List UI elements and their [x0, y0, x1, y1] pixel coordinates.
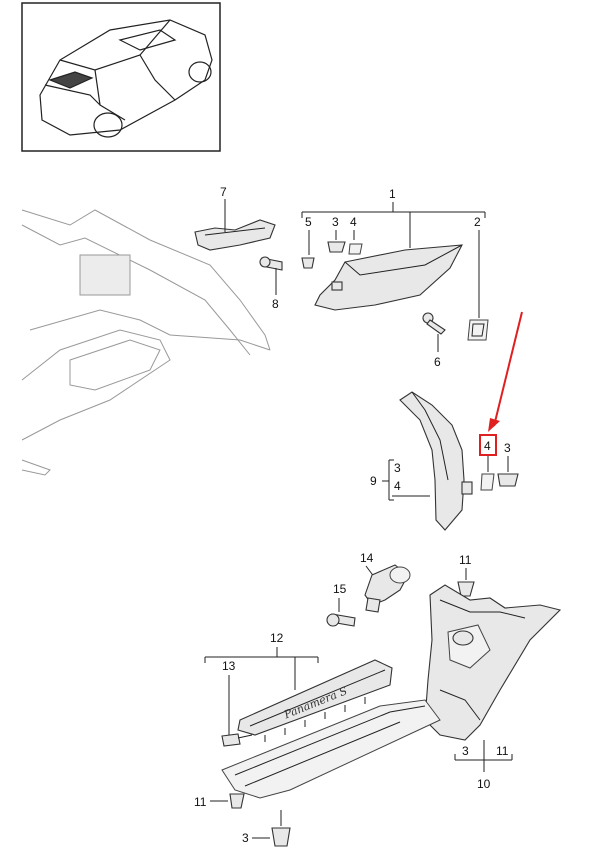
callout-11b: 11 — [194, 795, 207, 809]
callout-2: 2 — [474, 215, 481, 229]
callout-7: 7 — [220, 185, 227, 199]
part-5-clip — [301, 257, 315, 269]
part-15-screw: 15 — [326, 582, 356, 627]
callout-10-11: 11 — [496, 744, 509, 758]
callout-14: 14 — [360, 551, 374, 565]
red-arrow — [488, 311, 523, 432]
callout-4b: 4 — [484, 439, 491, 453]
part-sill-cover — [221, 699, 441, 799]
callout-5: 5 — [305, 215, 312, 229]
part-3-clip-bottom: 3 — [242, 810, 291, 847]
part-9-pillar-trim: 9 3 4 — [370, 391, 473, 531]
part-4-pad-top — [348, 243, 363, 255]
part-3-clip-top — [327, 241, 346, 253]
part-13-light — [221, 733, 253, 747]
callout-10: 10 — [477, 777, 491, 791]
part-8-screw: 8 — [259, 256, 283, 311]
part-2-pad — [467, 319, 489, 341]
car-rear-view — [39, 19, 213, 138]
callout-1: 1 — [389, 187, 396, 201]
part-7-bracket: 7 — [194, 185, 276, 251]
callout-9: 9 — [370, 474, 377, 488]
callout-6: 6 — [434, 355, 441, 369]
part-6-screw: 6 — [422, 312, 446, 369]
callout-10-3: 3 — [462, 744, 469, 758]
callout-3a: 3 — [332, 215, 339, 229]
part-14-bracket: 14 — [360, 551, 411, 613]
group-1-leader: 1 5 3 4 2 — [301, 187, 486, 318]
body-pillar-outline — [21, 209, 271, 476]
callout-12: 12 — [270, 631, 284, 645]
group-12-leader: 12 13 — [204, 631, 319, 735]
callout-9-3: 3 — [394, 461, 401, 475]
callout-11a: 11 — [459, 553, 472, 567]
part-11-clip-top: 11 — [457, 553, 475, 597]
part-3-clip-mid: 3 — [497, 441, 519, 487]
part-11-clip-bottom: 11 — [194, 793, 245, 809]
callout-3c: 3 — [242, 831, 249, 845]
part-1-upper-trim — [314, 244, 463, 311]
callout-13: 13 — [222, 659, 236, 673]
part-10-lower-trim: 3 11 10 — [424, 584, 562, 791]
callout-8: 8 — [272, 297, 279, 311]
vehicle-thumbnail — [21, 2, 221, 152]
callout-3b: 3 — [504, 441, 511, 455]
callout-15: 15 — [333, 582, 347, 596]
callout-4a: 4 — [350, 215, 357, 229]
highlighted-callout-4: 4 — [479, 434, 497, 491]
callout-9-4: 4 — [394, 479, 401, 493]
